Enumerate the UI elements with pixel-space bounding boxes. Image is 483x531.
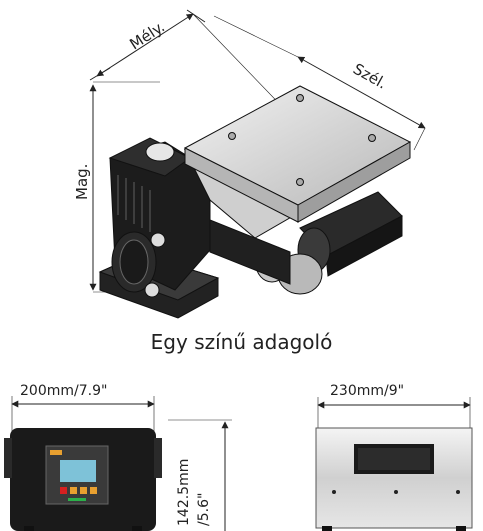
status-indicator [68, 498, 86, 501]
depth-label: Mély. [126, 18, 168, 54]
top-port [145, 142, 175, 162]
side-view [315, 397, 473, 531]
feeder-3d-view [98, 85, 412, 319]
front-height-label-mm: 142.5mm [176, 459, 192, 526]
display-screen [60, 460, 96, 482]
stop-button [60, 487, 67, 494]
cooling-fins [117, 175, 151, 232]
control-button [90, 487, 97, 494]
side-width-label: 230mm/9" [330, 383, 404, 399]
caption: Egy színű adagoló [150, 330, 333, 354]
control-button [70, 487, 77, 494]
control-button [80, 487, 87, 494]
clamp-knob-icon [144, 282, 160, 298]
width-label: Szél. [350, 60, 390, 93]
front-height-label-in: /5.6" [196, 493, 212, 526]
height-label: Mag. [73, 164, 91, 200]
clamp-knob-icon [150, 232, 166, 248]
side-housing [315, 427, 473, 529]
front-view [4, 396, 232, 531]
front-width-label: 200mm/7.9" [20, 383, 107, 399]
